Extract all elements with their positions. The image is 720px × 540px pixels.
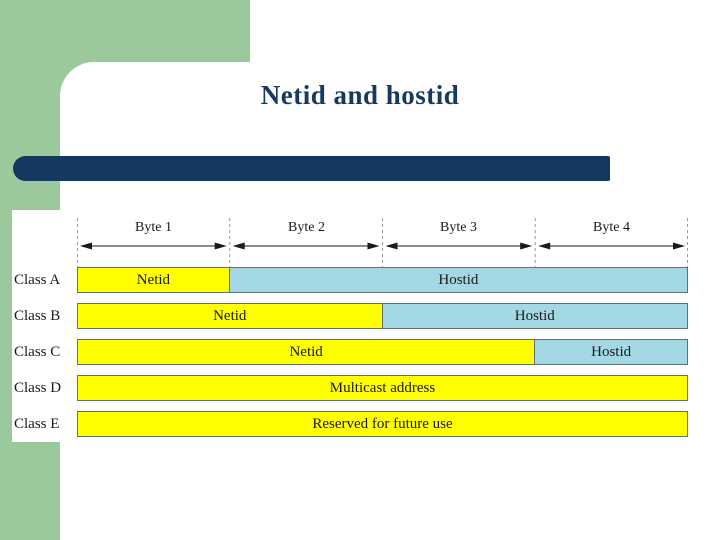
byte-label-1: Byte 1 — [135, 220, 172, 235]
class-a-netid-segment: Netid — [77, 267, 230, 293]
page-title: Netid and hostid — [260, 80, 460, 110]
class-d-multicast-segment: Multicast address — [77, 375, 688, 401]
class-a-hostid-segment: Hostid — [229, 267, 688, 293]
class-e-bar: Reserved for future use — [77, 411, 688, 437]
class-c-netid-segment: Netid — [77, 339, 536, 365]
byte-scale-arrows — [77, 218, 688, 267]
class-a-bar: Netid Hostid — [77, 267, 688, 293]
class-c-label: Class C — [14, 344, 61, 360]
class-b-label: Class B — [14, 308, 61, 324]
byte-label-2: Byte 2 — [288, 220, 325, 235]
class-b-hostid-segment: Hostid — [382, 303, 688, 329]
byte-label-4: Byte 4 — [593, 220, 630, 235]
class-d-bar: Multicast address — [77, 375, 688, 401]
title-underline-bar — [13, 156, 610, 181]
class-c-hostid-segment: Hostid — [535, 339, 688, 365]
class-b-netid-segment: Netid — [77, 303, 383, 329]
byte-label-3: Byte 3 — [440, 220, 477, 235]
class-e-reserved-segment: Reserved for future use — [77, 411, 688, 437]
ip-class-diagram: Byte 1 Byte 2 Byte 3 Byte 4 Class A Neti… — [12, 210, 708, 442]
class-c-bar: Netid Hostid — [77, 339, 688, 365]
class-b-bar: Netid Hostid — [77, 303, 688, 329]
class-d-label: Class D — [14, 380, 62, 396]
class-e-label: Class E — [14, 416, 60, 432]
class-a-label: Class A — [14, 272, 61, 288]
